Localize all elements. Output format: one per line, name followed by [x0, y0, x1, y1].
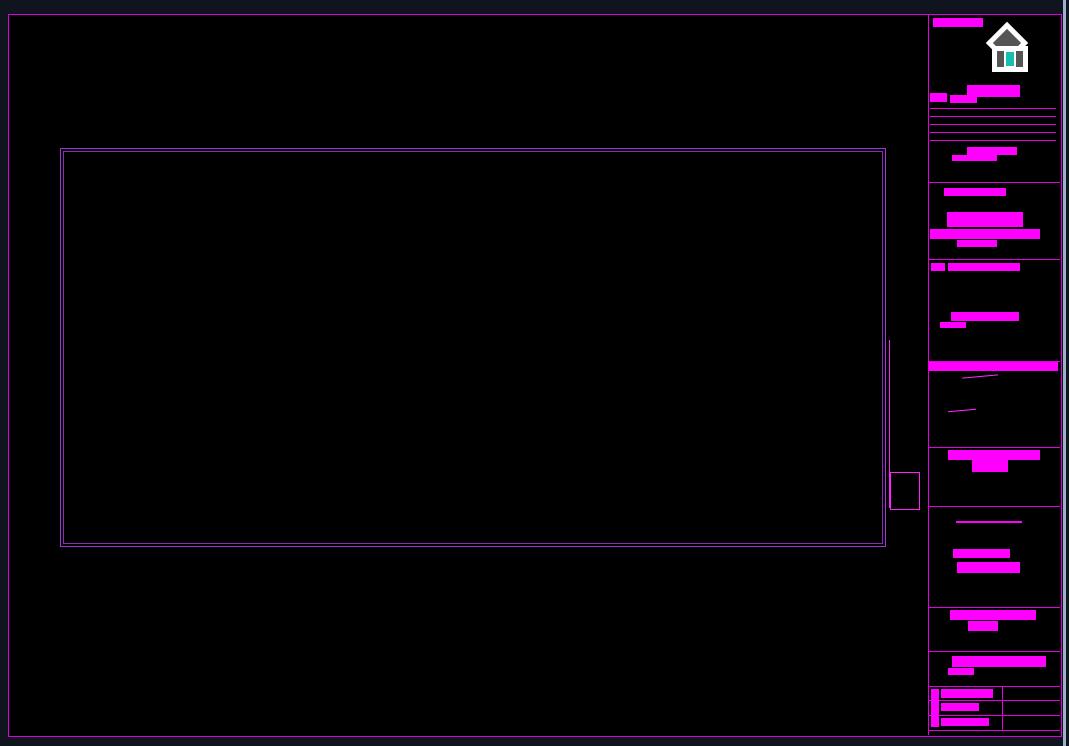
redacted-bar — [953, 549, 1010, 558]
tb-divider — [929, 506, 1060, 507]
redacted-bar — [956, 521, 1022, 523]
tb-rule — [930, 132, 1056, 133]
redacted-bar — [941, 718, 989, 726]
redacted-bar — [930, 229, 1040, 239]
redacted-bar — [950, 95, 977, 103]
sheet-background — [8, 14, 1062, 737]
tb-rule — [930, 124, 1056, 125]
view-label-leader-line — [889, 340, 890, 508]
titleblock-left-border — [928, 14, 929, 735]
tb-divider — [929, 447, 1060, 448]
redacted-bar — [930, 93, 947, 102]
redacted-bar — [952, 155, 997, 161]
redacted-bar — [929, 362, 1058, 371]
tb-rule — [930, 108, 1056, 109]
redacted-bar — [940, 322, 966, 328]
redacted-bar — [967, 85, 1020, 97]
redacted-bar — [941, 703, 979, 711]
redacted-bar — [948, 263, 1020, 271]
tb-divider — [929, 715, 1060, 716]
redacted-bar — [948, 450, 1040, 460]
tb-divider — [929, 182, 1060, 183]
redacted-bar — [931, 689, 939, 727]
redacted-bar — [947, 212, 1023, 227]
redacted-bar — [944, 188, 1006, 196]
redacted-bar — [941, 689, 993, 698]
tb-divider — [929, 686, 1060, 687]
drawing-frame — [60, 148, 886, 547]
redacted-bar — [951, 312, 1019, 321]
redacted-bar — [968, 621, 998, 631]
redacted-bar — [950, 610, 1036, 620]
tb-rule — [930, 140, 1056, 141]
redacted-bar — [967, 147, 1017, 155]
tb-divider — [929, 730, 1060, 731]
tb-divider — [929, 607, 1060, 608]
redacted-bar — [952, 656, 1046, 667]
tb-divider — [929, 651, 1060, 652]
logo-house-door — [1004, 50, 1016, 68]
redacted-bar — [972, 460, 1008, 472]
tb-divider — [929, 361, 1060, 362]
redacted-bar — [933, 18, 983, 27]
tb-divider — [929, 700, 1060, 701]
screen-edge-strip — [1063, 0, 1066, 746]
redacted-bar — [931, 263, 945, 271]
redacted-bar — [948, 668, 974, 675]
redacted-bar — [957, 562, 1020, 573]
tb-table-divider — [1002, 686, 1003, 730]
redacted-bar — [957, 240, 997, 247]
tb-rule — [930, 116, 1056, 117]
view-code-box — [890, 472, 920, 510]
banvenhadep-logo — [940, 20, 1060, 72]
tb-divider — [929, 259, 1060, 260]
